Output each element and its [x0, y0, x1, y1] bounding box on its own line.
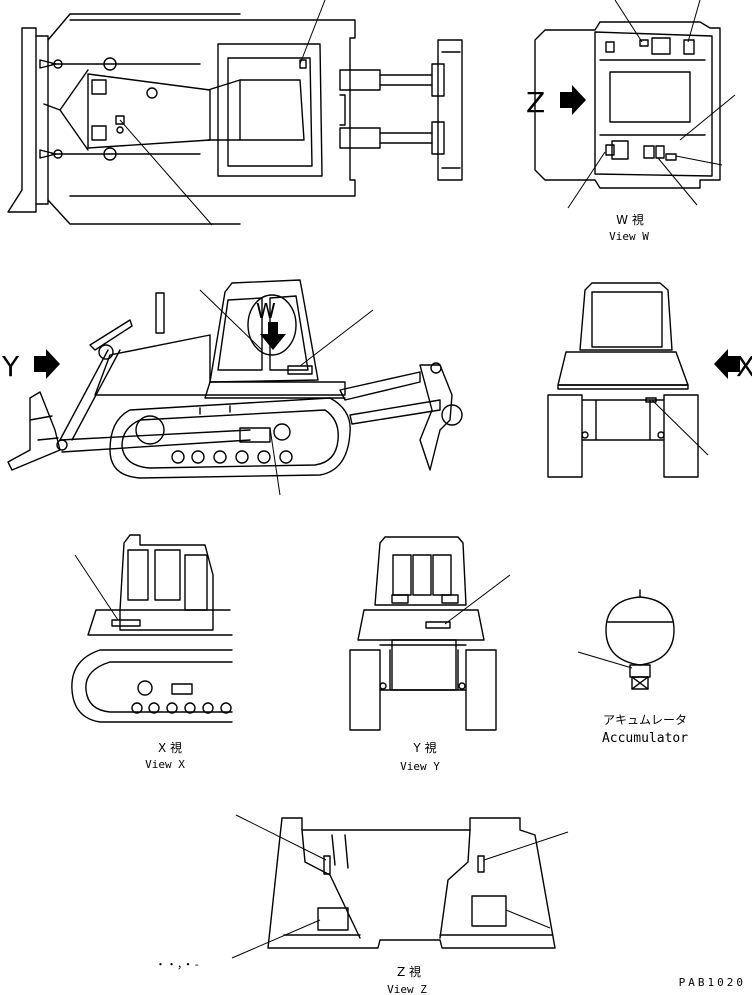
accumulator-drawing: [577, 589, 675, 690]
side-view-dozer: [7, 279, 463, 496]
drawing-code: PAB1020: [679, 976, 746, 989]
view-w-caption: View W: [609, 230, 649, 243]
accumulator-label: Accumulator: [602, 731, 688, 746]
view-z-drawing: [231, 814, 569, 959]
view-x-caption: View X: [145, 758, 185, 771]
z-marker: Z: [526, 86, 545, 119]
view-z-caption: View Z: [387, 983, 427, 995]
view-z-jp-caption: Z 視: [397, 964, 421, 979]
view-w-jp-caption: W 視: [616, 212, 644, 227]
view-y-jp-caption: Y 視: [412, 740, 436, 755]
view-y-caption: View Y: [400, 760, 440, 773]
y-marker: Y: [1, 350, 20, 383]
view-x-jp-caption: X 視: [158, 740, 182, 755]
top-view-dozer: [7, 0, 463, 226]
view-x-drawing: [71, 534, 233, 723]
x-marker: X: [736, 350, 752, 383]
w-marker: W: [256, 299, 276, 323]
note-marks: ・・，・-: [155, 958, 200, 971]
view-y-drawing: [349, 536, 511, 731]
rear-view-dozer: [547, 282, 740, 478]
view-w-drawing: [534, 0, 736, 209]
accumulator-jp-label: アキュムレータ: [603, 713, 687, 727]
